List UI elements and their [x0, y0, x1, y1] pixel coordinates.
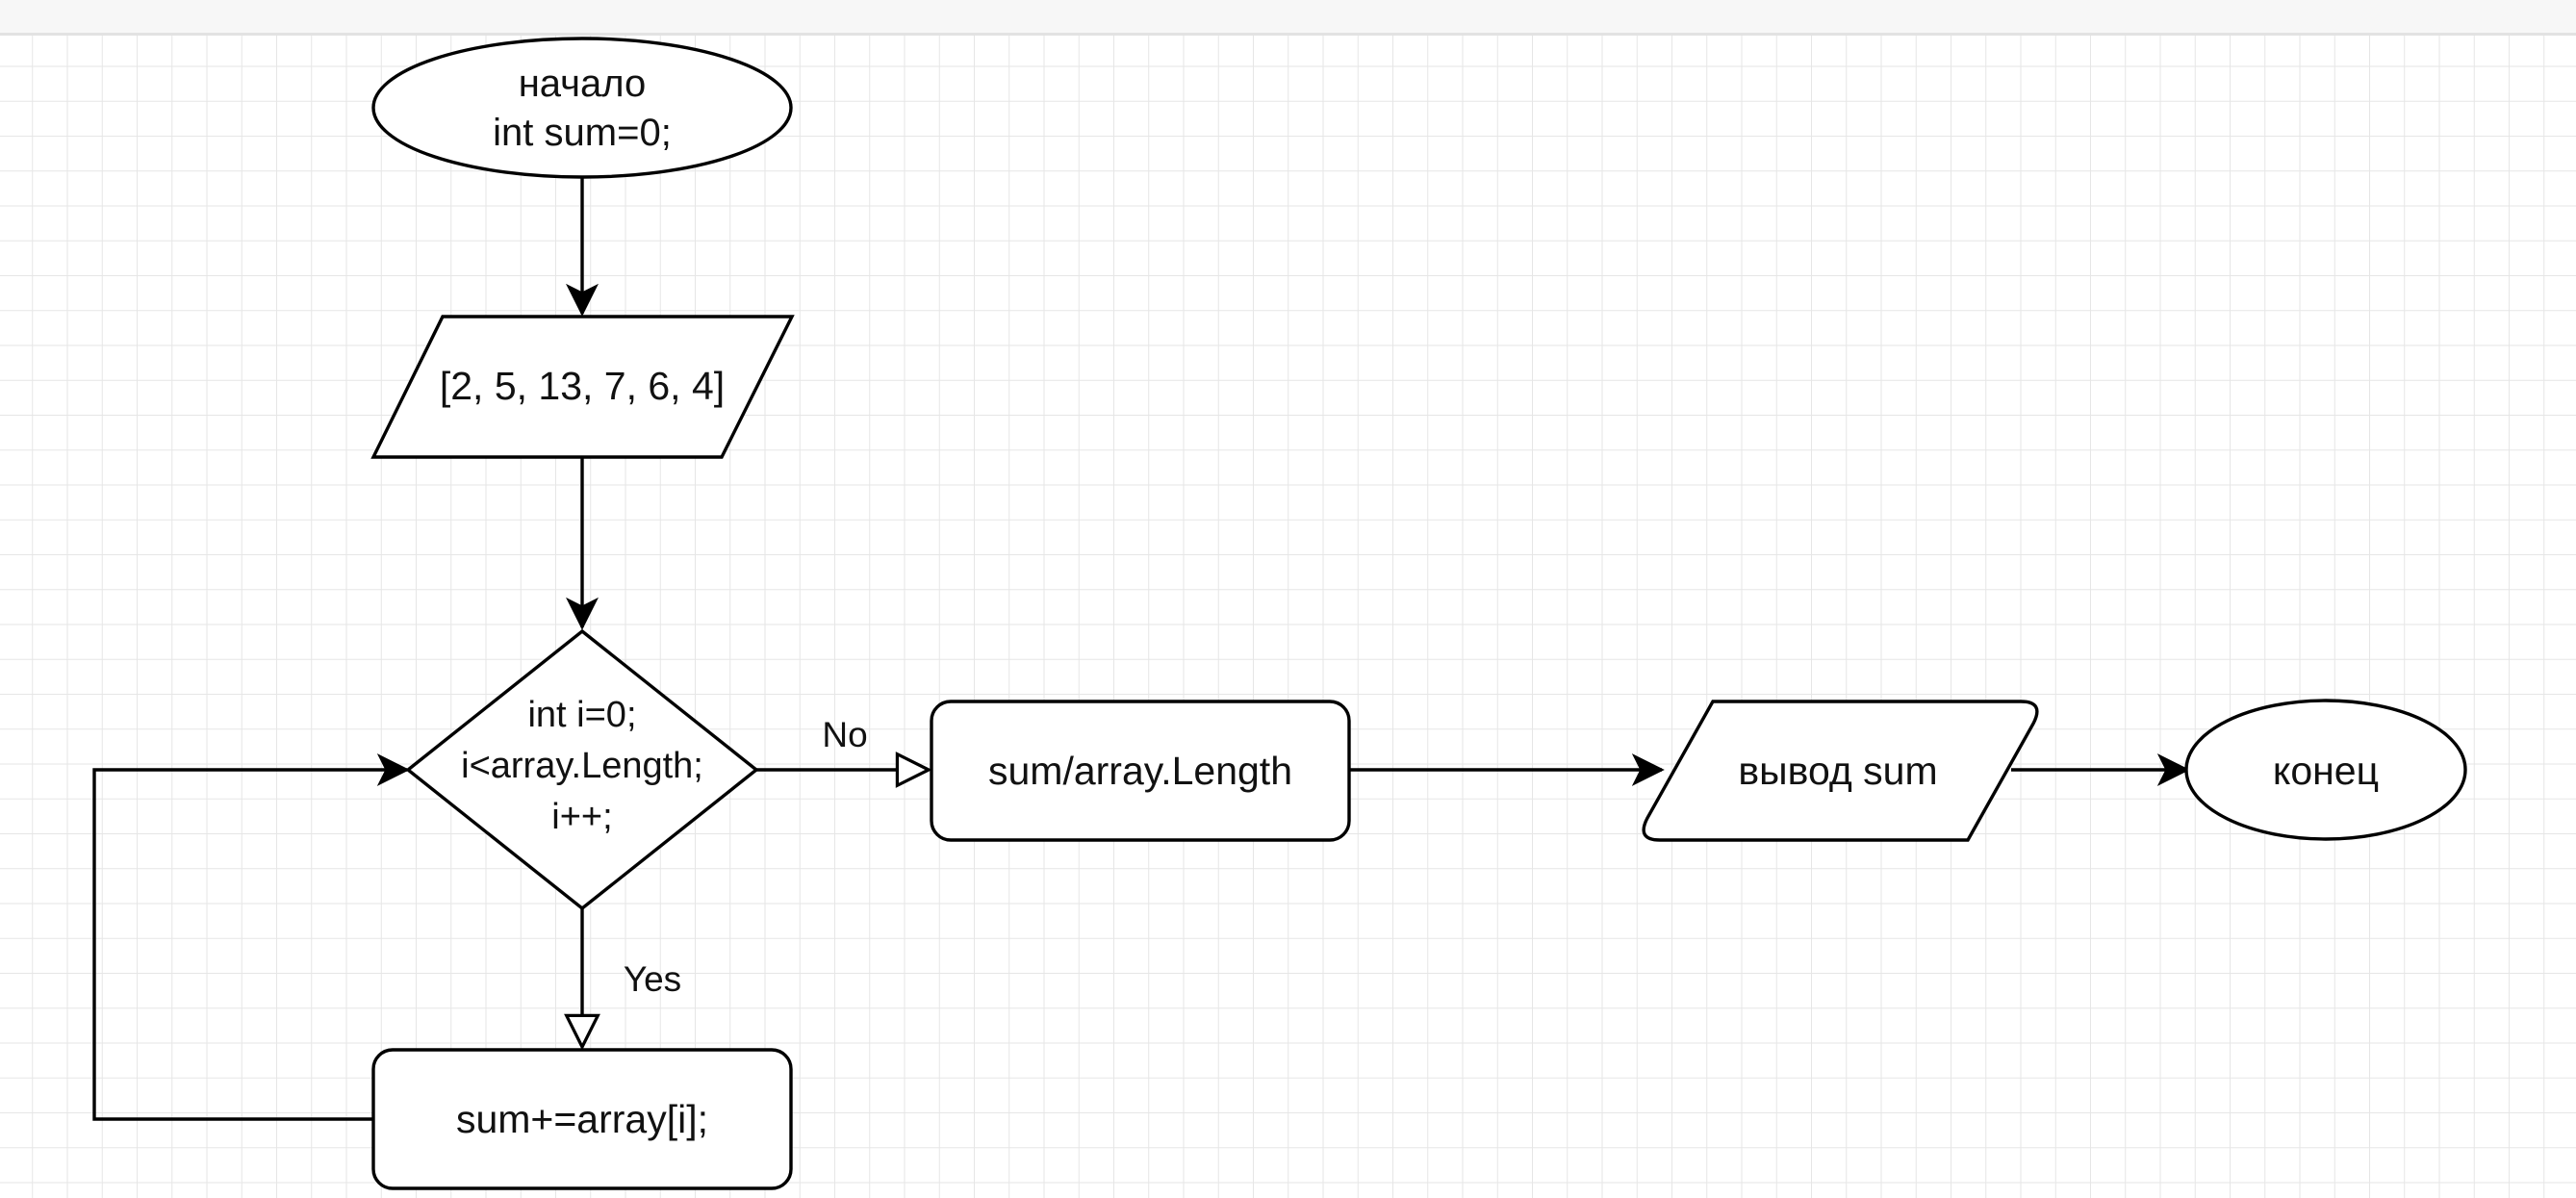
accumulate-label: sum+=array[i];: [456, 1097, 708, 1141]
edge-label-no: No: [822, 715, 867, 754]
end-terminator[interactable]: конец: [2184, 699, 2467, 841]
start-label-line1: начало: [519, 63, 647, 105]
accumulate-process-node[interactable]: sum+=array[i];: [371, 1048, 793, 1190]
edge-accumulate-back-to-loop[interactable]: [92, 753, 410, 1121]
top-toolbar-strip: [0, 0, 2576, 36]
output-label: вывод sum: [1738, 749, 1937, 793]
edge-label-yes: Yes: [624, 959, 681, 999]
loop-label-line1: int i=0;: [527, 695, 636, 735]
input-label: [2, 5, 13, 7, 6, 4]: [440, 364, 725, 408]
start-label-line2: int sum=0;: [493, 112, 672, 154]
average-label: sum/array.Length: [988, 749, 1292, 793]
loop-label-line3: i++;: [551, 797, 612, 837]
output-data-node[interactable]: вывод sum: [1642, 700, 2039, 842]
loop-label-line2: i<array.Length;: [461, 746, 703, 786]
loop-decision-node[interactable]: int i=0; i<array.Length; i++;: [405, 628, 759, 911]
average-process-node[interactable]: sum/array.Length: [930, 700, 1351, 842]
edges: [92, 177, 2190, 1121]
start-terminator[interactable]: начало int sum=0;: [371, 37, 793, 179]
input-data-node[interactable]: [2, 5, 13, 7, 6, 4]: [370, 315, 795, 459]
end-label: конец: [2273, 749, 2379, 793]
